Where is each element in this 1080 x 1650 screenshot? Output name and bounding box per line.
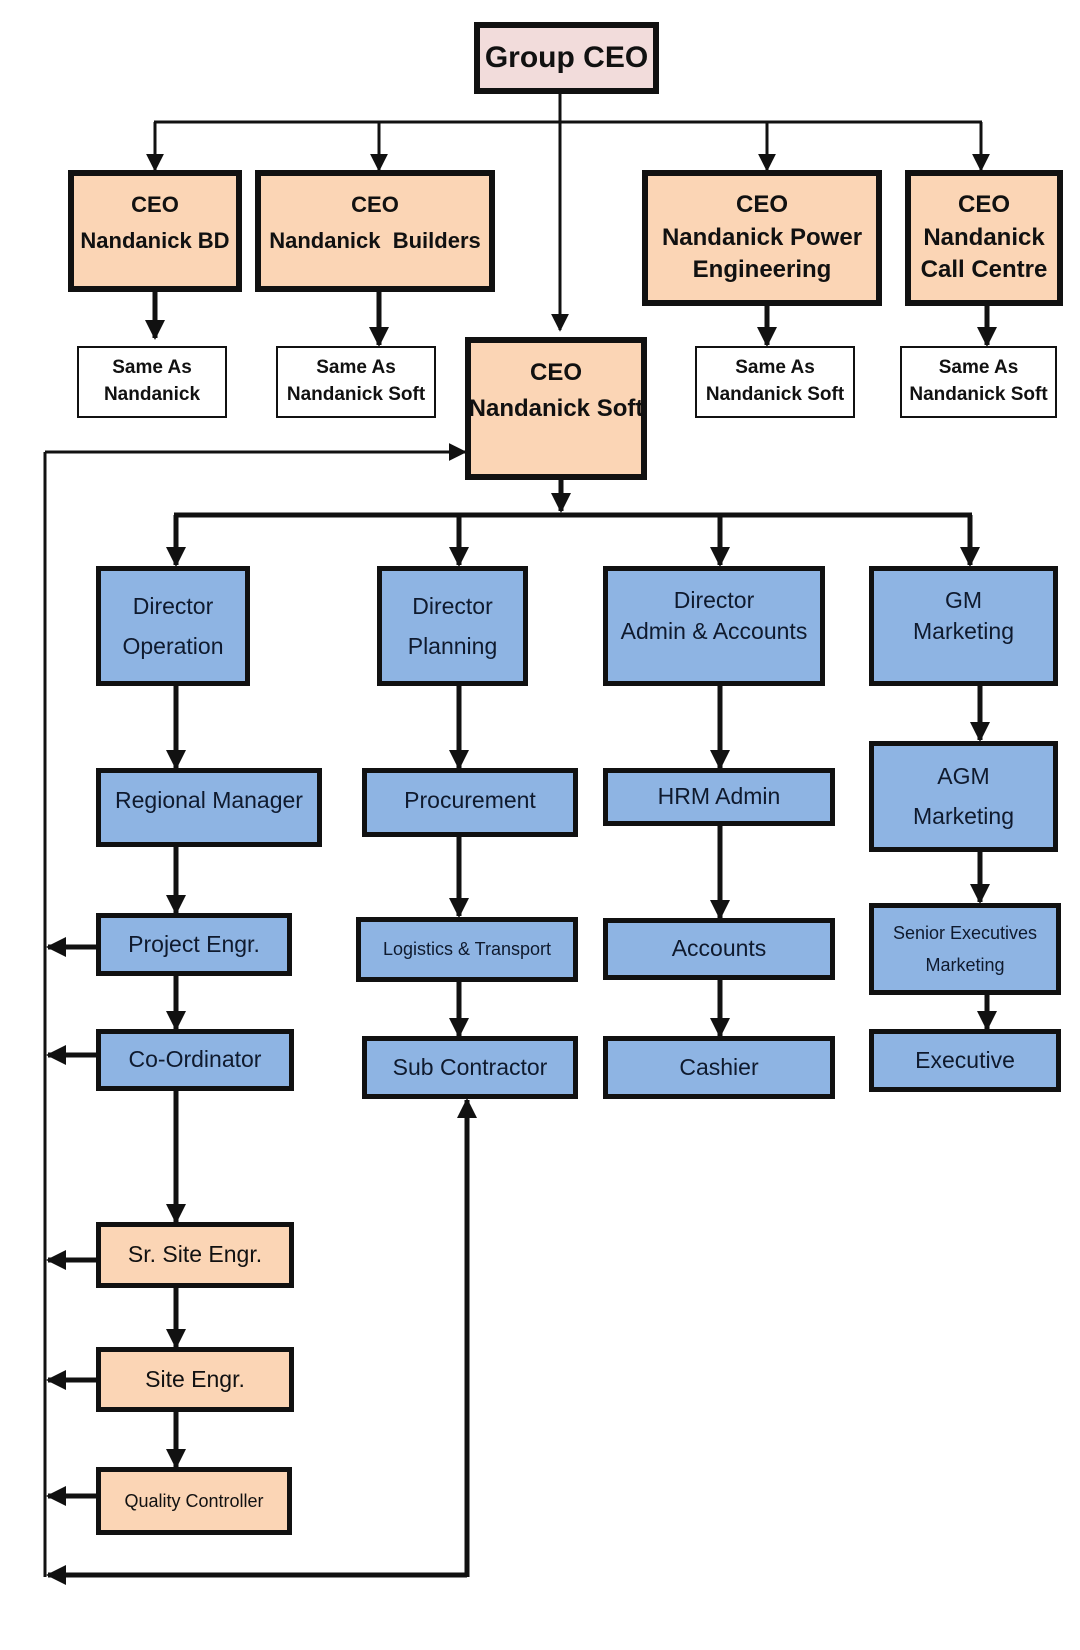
ceo-title: CEO	[957, 191, 1010, 219]
ceo-nandanick-builders-box: CEO Nandanick Builders	[255, 170, 495, 292]
ceo-title: CEO	[131, 192, 179, 217]
role-label: Executive	[915, 1046, 1015, 1073]
role-label: Sr. Site Engr.	[127, 1241, 263, 1268]
role-label: Quality Controller	[124, 1490, 264, 1511]
role-label: Regional Manager	[115, 787, 303, 813]
ceo-title: CEO	[529, 359, 582, 386]
ceo-nandanick-callcentre-box: CEO Nandanick Call Centre	[905, 170, 1063, 306]
note-line: Nandanick	[103, 384, 201, 405]
group-ceo-box: Group CEO	[474, 22, 659, 94]
note-line: Nandanick Soft	[909, 384, 1048, 405]
role-line: AGM	[937, 763, 990, 790]
note-line: Same As	[112, 357, 192, 379]
role-label: Co-Ordinator	[128, 1046, 262, 1073]
regional-manager-box: Regional Manager	[96, 768, 322, 847]
note-bd: Same As Nandanick	[77, 346, 227, 418]
role-line: Director	[673, 587, 755, 613]
sr-site-engr-box: Sr. Site Engr.	[96, 1222, 294, 1288]
role-line: Marketing	[913, 802, 1014, 829]
ceo-title: CEO	[735, 191, 788, 219]
note-line: Same As	[938, 357, 1019, 379]
role-line: Admin & Accounts	[620, 618, 808, 645]
ceo-nandanick-power-box: CEO Nandanick Power Engineering	[642, 170, 882, 306]
company-name-line2: Engineering	[692, 256, 832, 284]
role-label: Project Engr.	[128, 930, 260, 957]
role-line: Director	[132, 592, 214, 619]
ceo-nandanick-bd-box: CEO Nandanick BD	[68, 170, 242, 292]
company-name: Nandanick Power	[661, 223, 863, 251]
agm-marketing-box: AGM Marketing	[869, 741, 1058, 852]
director-planning-box: Director Planning	[377, 566, 528, 686]
note-line: Nandanick Soft	[286, 384, 426, 405]
accounts-box: Accounts	[603, 918, 835, 980]
role-line: Operation	[122, 633, 224, 659]
role-label: HRM Admin	[657, 783, 781, 810]
role-label: Accounts	[671, 935, 767, 962]
role-line: Senior Executives	[892, 922, 1038, 943]
site-engr-box: Site Engr.	[96, 1347, 294, 1412]
ceo-title: CEO	[351, 192, 399, 217]
role-line: Marketing	[925, 955, 1005, 975]
cashier-box: Cashier	[603, 1036, 835, 1099]
quality-controller-box: Quality Controller	[96, 1467, 292, 1535]
role-label: Site Engr.	[145, 1365, 245, 1392]
company-name: Nandanick Builders	[269, 227, 481, 253]
director-operation-box: Director Operation	[96, 566, 250, 686]
role-line: Marketing	[913, 618, 1014, 645]
coordinator-box: Co-Ordinator	[96, 1029, 294, 1091]
ceo-nandanick-soft-box: CEO Nandanick Soft	[465, 337, 647, 480]
role-label: Logistics & Transport	[382, 939, 552, 960]
executive-box: Executive	[869, 1029, 1061, 1092]
note-line: Same As	[316, 357, 396, 379]
note-callcentre: Same As Nandanick Soft	[900, 346, 1057, 418]
role-label: Procurement	[404, 787, 536, 813]
senior-executives-marketing-box: Senior Executives Marketing	[869, 903, 1061, 995]
company-name: Nandanick	[923, 223, 1045, 251]
company-name: Nandanick BD	[80, 227, 230, 253]
procurement-box: Procurement	[362, 768, 578, 837]
note-power: Same As Nandanick Soft	[695, 346, 855, 418]
role-line: GM	[944, 587, 983, 613]
gm-marketing-box: GM Marketing	[869, 566, 1058, 686]
role-label: Sub Contractor	[392, 1053, 548, 1080]
note-line: Nandanick Soft	[705, 384, 845, 405]
director-admin-accounts-box: Director Admin & Accounts	[603, 566, 825, 686]
hrm-admin-box: HRM Admin	[603, 768, 835, 826]
logistics-transport-box: Logistics & Transport	[356, 917, 578, 982]
group-ceo-label: Group CEO	[484, 40, 649, 74]
note-line: Same As	[735, 357, 815, 379]
company-name: Nandanick Soft	[468, 395, 644, 423]
note-builders: Same As Nandanick Soft	[276, 346, 436, 418]
company-name-line2: Call Centre	[920, 256, 1048, 284]
sub-contractor-box: Sub Contractor	[362, 1036, 578, 1099]
role-line: Director	[412, 592, 493, 619]
role-label: Cashier	[679, 1053, 759, 1080]
role-line: Planning	[407, 633, 498, 659]
project-engr-box: Project Engr.	[96, 913, 292, 976]
